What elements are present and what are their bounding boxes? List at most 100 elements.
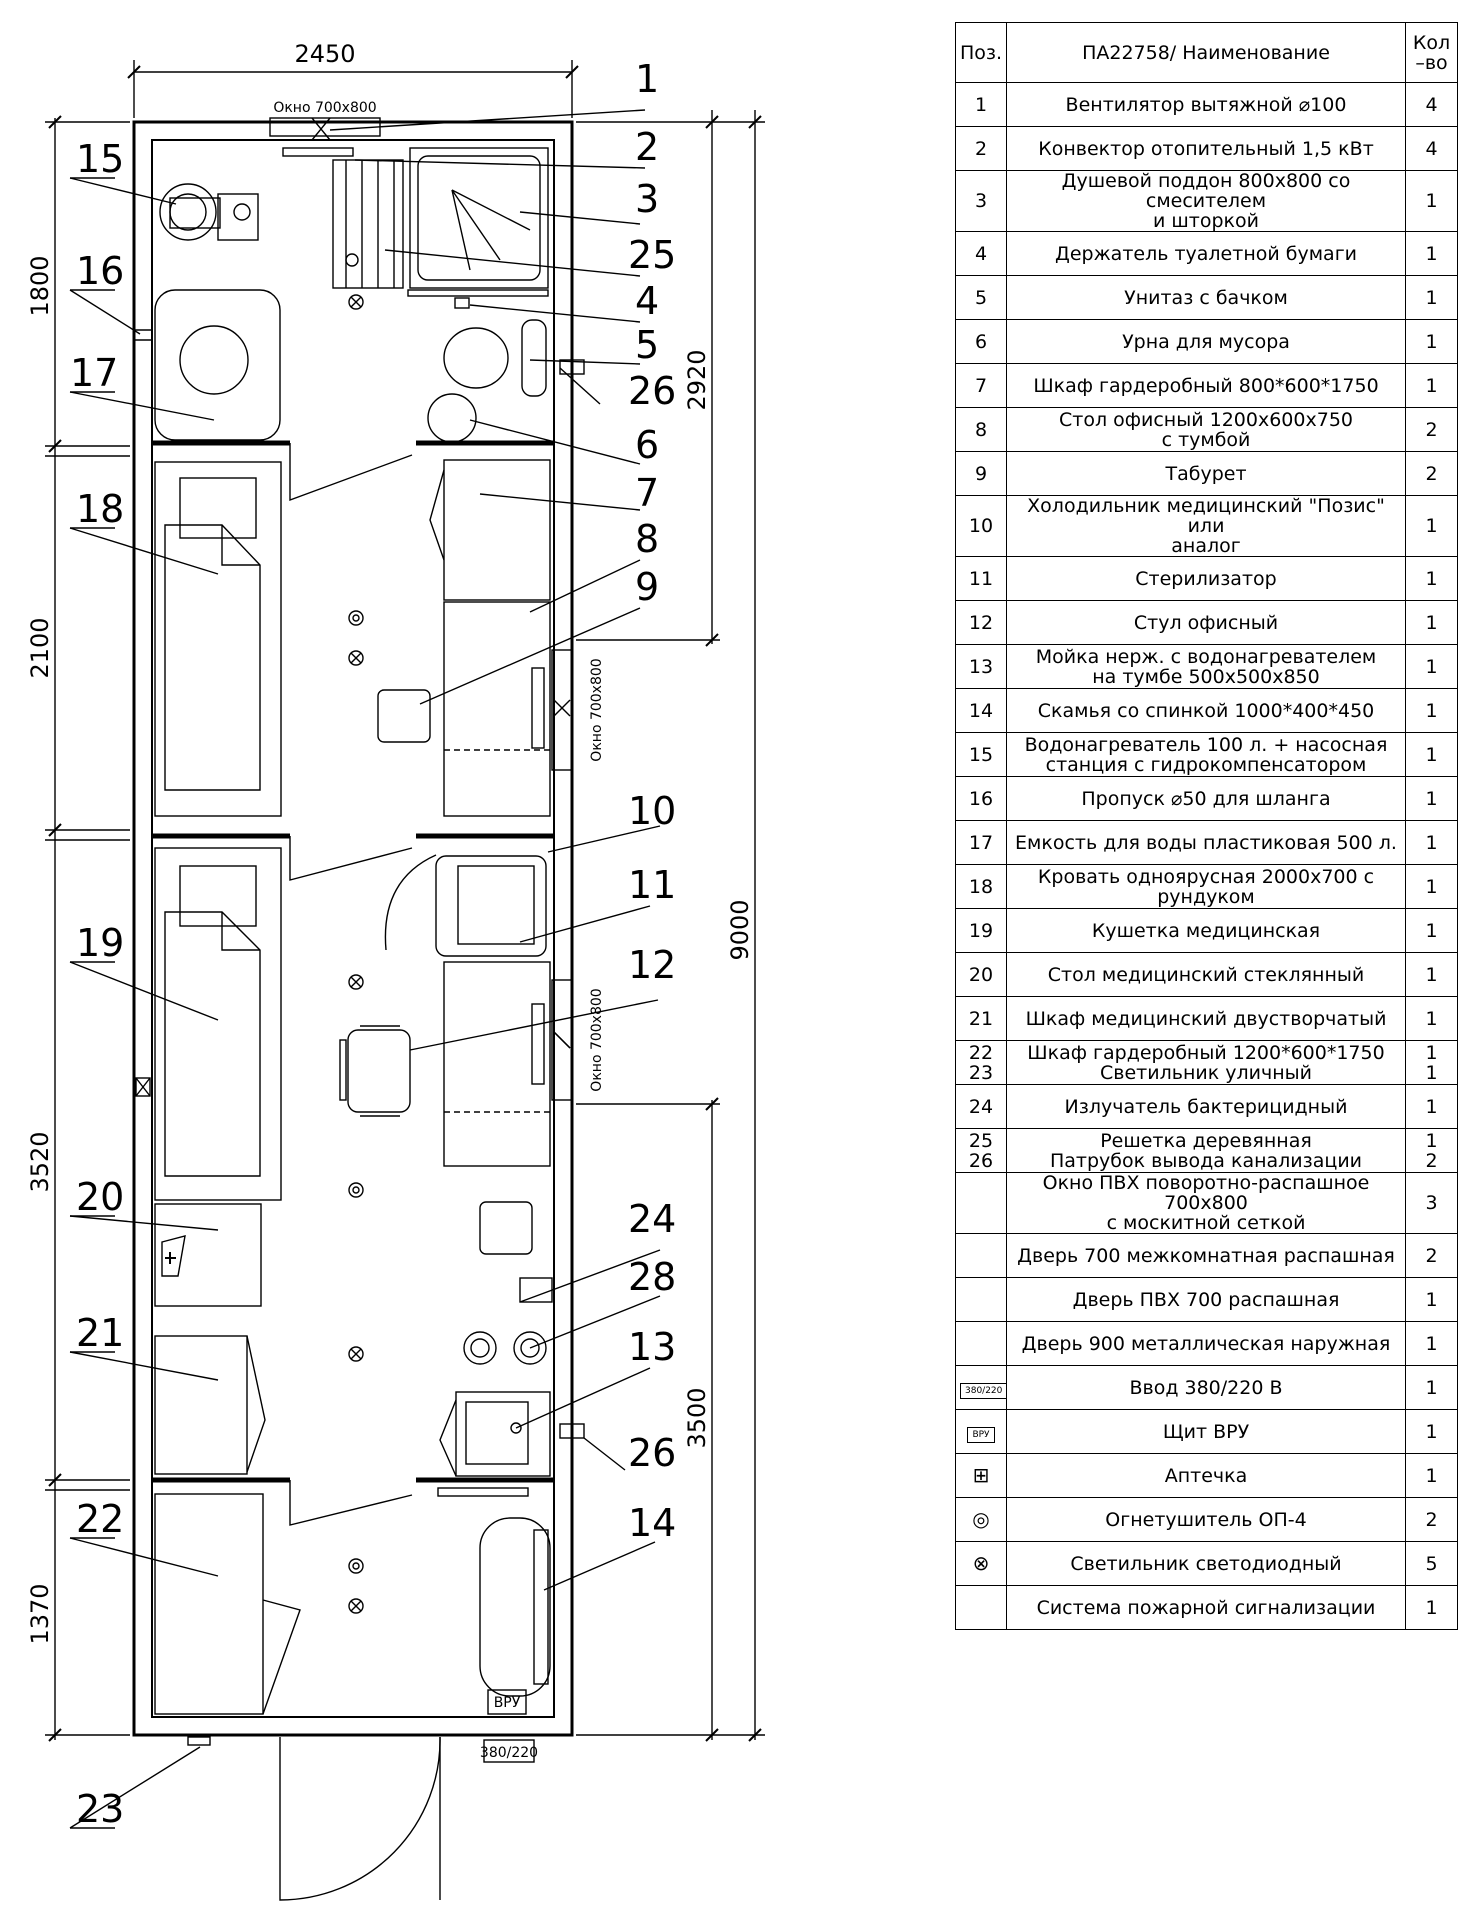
wardrobe-icon <box>443 459 551 601</box>
callout-16: 16 <box>76 249 124 293</box>
spec-name: Щит ВРУ <box>1006 1409 1406 1454</box>
callout-4: 4 <box>635 279 659 323</box>
outer-wall <box>132 120 574 1737</box>
spec-name: Емкость для воды пластиковая 500 л. <box>1006 820 1406 865</box>
callout-21: 21 <box>76 1311 124 1355</box>
spec-name: Огнетушитель ОП-4 <box>1006 1497 1406 1542</box>
spec-name: Решетка деревянная Патрубок вывода канал… <box>1006 1128 1406 1173</box>
spec-pos <box>955 1172 1007 1234</box>
spec-qty: 1 <box>1405 556 1458 601</box>
trash-bin-icon <box>427 393 477 443</box>
spec-pos: ⊗ <box>955 1541 1007 1586</box>
callout-25: 25 <box>628 233 676 277</box>
spec-name: Мойка нерж. с водонагревателем на тумбе … <box>1006 644 1406 689</box>
spec-qty: 1 <box>1405 363 1458 408</box>
spec-qty: 3 <box>1405 1172 1458 1234</box>
callout-20: 20 <box>76 1175 124 1219</box>
spec-pos: 21 <box>955 996 1007 1041</box>
spec-name: Ввод 380/220 В <box>1006 1365 1406 1410</box>
spec-pos: 380/220 <box>955 1365 1007 1410</box>
callout-18: 18 <box>76 487 124 531</box>
spec-name: Излучатель бактерицидный <box>1006 1084 1406 1129</box>
spec-pos: 16 <box>955 776 1007 821</box>
spec-name: Стул офисный <box>1006 600 1406 645</box>
spec-qty: 1 <box>1405 1321 1458 1366</box>
spec-name: Дверь 700 межкомнатная распашная <box>1006 1233 1406 1278</box>
shower-tray-icon <box>409 147 549 289</box>
sink-icon <box>455 1391 551 1477</box>
spec-qty: 1 <box>1405 776 1458 821</box>
spec-pos <box>955 1321 1007 1366</box>
header-name: ПА22758/ Наименование <box>1006 22 1406 83</box>
inner-wall <box>151 139 555 1718</box>
dim-left-1: 1800 <box>26 255 54 316</box>
spec-name: Аптечка <box>1006 1453 1406 1498</box>
window-label-right-2: Окно 700х800 <box>589 988 605 1091</box>
dim-left-2: 2100 <box>26 617 54 678</box>
spec-row: Окно ПВХ поворотно-распашное 700х800 с м… <box>955 1172 1458 1234</box>
callout-17: 17 <box>70 351 118 395</box>
spec-name: Пропуск ⌀50 для шланга <box>1006 776 1406 821</box>
spec-qty: 1 <box>1405 864 1458 909</box>
fridge-icon <box>435 855 547 957</box>
spec-pos: 19 <box>955 908 1007 953</box>
light-fixture-icon <box>348 974 364 990</box>
spec-pos: 17 <box>955 820 1007 865</box>
spec-pos: 13 <box>955 644 1007 689</box>
header-pos: Поз. <box>955 22 1007 83</box>
spec-name: Шкаф гардеробный 800*600*1750 <box>1006 363 1406 408</box>
dim-left-4: 1370 <box>26 1583 54 1644</box>
power-input-label: 380/220 <box>480 1745 538 1761</box>
spec-pos: 10 <box>955 495 1007 557</box>
spec-pos: 4 <box>955 231 1007 276</box>
window-label-right-1: Окно 700х800 <box>589 658 605 761</box>
toilet-icon <box>443 327 509 389</box>
callout-9: 9 <box>635 565 659 609</box>
spec-name: Дверь 900 металлическая наружная <box>1006 1321 1406 1366</box>
spec-pos: 8 <box>955 407 1007 452</box>
fire-extinguisher-icon: ◎ <box>972 1507 990 1531</box>
uv-emitter-icon <box>519 1277 553 1303</box>
bed-icon <box>154 461 282 817</box>
callout-11: 11 <box>628 863 676 907</box>
callout-6: 6 <box>635 423 659 467</box>
spec-pos: 11 <box>955 556 1007 601</box>
spec-qty: 1 1 <box>1405 1040 1458 1085</box>
spec-qty: 1 <box>1405 820 1458 865</box>
spec-qty: 1 <box>1405 1409 1458 1454</box>
callout-7: 7 <box>635 471 659 515</box>
spec-qty: 1 <box>1405 1084 1458 1129</box>
spec-pos: ВРУ <box>955 1409 1007 1454</box>
bench-icon <box>479 1517 551 1697</box>
spec-pos: 25 26 <box>955 1128 1007 1173</box>
spec-name: Окно ПВХ поворотно-распашное 700х800 с м… <box>1006 1172 1406 1234</box>
spec-qty: 1 <box>1405 996 1458 1041</box>
callout-3: 3 <box>635 177 659 221</box>
spec-name: Шкаф гардеробный 1200*600*1750 Светильни… <box>1006 1040 1406 1085</box>
office-chair-icon <box>347 1029 411 1113</box>
window-label-top: Окно 700х800 <box>273 100 376 116</box>
cabinet-icon <box>443 961 551 1167</box>
callout-24: 24 <box>628 1197 676 1241</box>
callout-5: 5 <box>635 323 659 367</box>
spec-name: Светильник светодиодный <box>1006 1541 1406 1586</box>
header-qty: Кол –во <box>1405 22 1458 83</box>
spec-qty: 2 <box>1405 1497 1458 1542</box>
